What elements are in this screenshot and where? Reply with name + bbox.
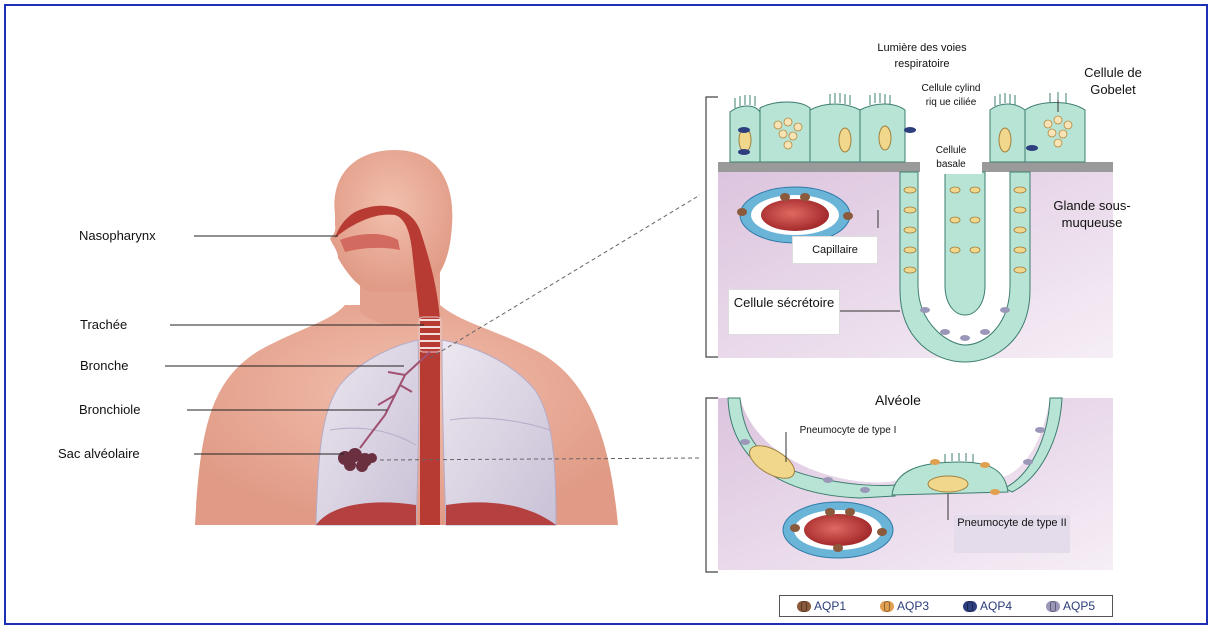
aqp3-icon	[880, 601, 894, 612]
aqp4-icon	[963, 601, 977, 612]
label-bronche: Bronche	[80, 358, 128, 373]
label-pneumocyte-1: Pneumocyte de type I	[798, 424, 898, 438]
label-bronchiole: Bronchiole	[79, 402, 140, 417]
aqp1-icon	[797, 601, 811, 612]
label-cellule-cylindrique: Cellule cylindriq ue ciliée	[920, 82, 982, 144]
legend-item-aqp5: AQP5	[1046, 599, 1095, 613]
legend-label-aqp5: AQP5	[1063, 599, 1095, 613]
label-capillaire: Capillaire	[792, 236, 878, 264]
aqp5-icon	[1046, 601, 1060, 612]
label-pneumocyte-2: Pneumocyte de type II	[954, 515, 1070, 553]
label-trachee: Trachée	[80, 317, 127, 332]
label-cellule-basale: Cellule basale	[920, 144, 982, 174]
legend-item-aqp3: AQP3	[880, 599, 929, 613]
legend-label-aqp4: AQP4	[980, 599, 1012, 613]
label-cellule-gobelet: Cellule de Gobelet	[1068, 64, 1158, 98]
label-alveole: Alvéole	[858, 392, 938, 409]
label-lumiere: Lumière des voies respiratoire	[858, 40, 986, 72]
label-cellule-secretoire: Cellule sécrétoire	[728, 289, 840, 335]
legend-label-aqp1: AQP1	[814, 599, 846, 613]
legend-item-aqp4: AQP4	[963, 599, 1012, 613]
label-sac-alveolaire: Sac alvéolaire	[58, 446, 140, 461]
label-glande: Glande sous-muqueuse	[1040, 197, 1144, 231]
legend-item-aqp1: AQP1	[797, 599, 846, 613]
label-nasopharynx: Nasopharynx	[79, 228, 156, 243]
legend-label-aqp3: AQP3	[897, 599, 929, 613]
legend: AQP1 AQP3 AQP4 AQP5	[779, 595, 1113, 617]
